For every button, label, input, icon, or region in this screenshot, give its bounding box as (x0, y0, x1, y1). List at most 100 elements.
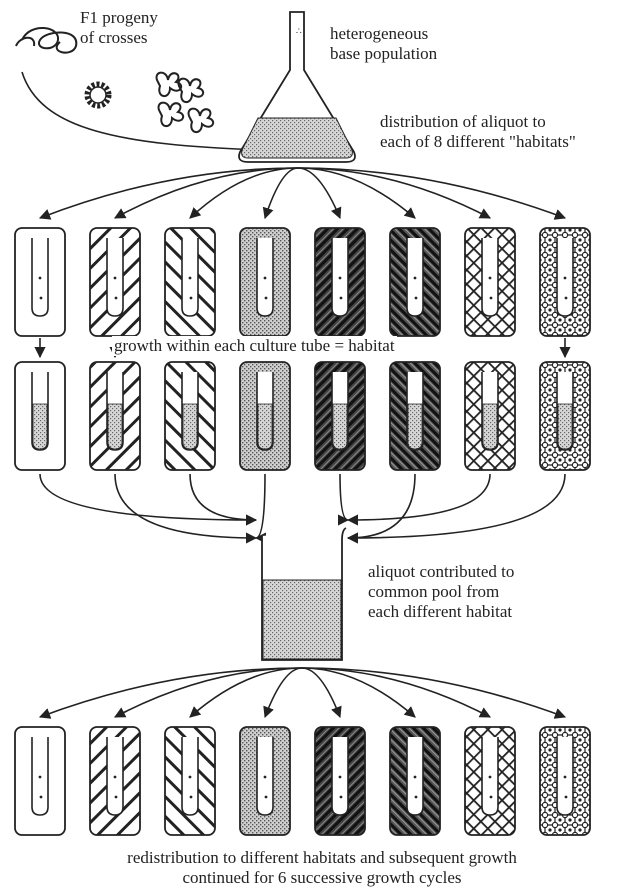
tube-inoculum (339, 296, 343, 300)
row3-habitat-6 (389, 726, 441, 836)
redistribution-arrows (38, 667, 567, 719)
habitat-row-1 (14, 227, 591, 337)
tube-inoculum (188, 276, 192, 280)
row2-habitat-6 (389, 361, 441, 471)
tube-inoculum (489, 795, 493, 799)
pooling-arrow (346, 473, 566, 544)
base-population-label-line1: heterogeneous (330, 24, 429, 43)
tube-inoculum (263, 276, 267, 280)
distribution-arrows (38, 167, 567, 220)
distribution-arrow (189, 167, 299, 219)
row1-habitat-1 (14, 227, 66, 337)
row3-habitat-5 (314, 726, 366, 836)
row1-habitat-8 (539, 227, 591, 337)
tube-culture (182, 403, 198, 450)
redistribution-label-line1: redistribution to different habitats and… (127, 848, 517, 867)
distribution-arrow (262, 167, 299, 220)
distribution-label: distribution of aliquot to each of 8 dif… (380, 112, 576, 152)
tube-culture (557, 403, 573, 450)
row1-habitat-5 (314, 227, 366, 337)
row3-habitat-4 (239, 726, 291, 836)
pooling-arrow (346, 473, 491, 526)
tube-inoculum (563, 775, 567, 779)
tube-inoculum (39, 296, 43, 300)
tube-inoculum (188, 775, 192, 779)
tube-inoculum (338, 276, 342, 280)
row2-habitat-7 (464, 361, 516, 471)
row2-habitat-8 (539, 361, 591, 471)
row1-habitat-6 (389, 227, 441, 337)
row1-habitat-3 (164, 227, 216, 337)
tube-inoculum (114, 795, 118, 799)
progeny-to-flask-arrow (21, 71, 264, 156)
tube-inoculum (264, 795, 268, 799)
tube-inoculum (414, 296, 418, 300)
pooling-arrow (39, 473, 258, 526)
row2-habitat-5 (314, 361, 366, 471)
pool-label-line2: common pool from (368, 582, 500, 601)
tube-inoculum (488, 775, 492, 779)
pool-label: aliquot contributed to common pool from … (368, 562, 514, 622)
common-pool-beaker (261, 527, 347, 661)
row2-habitat-3 (164, 361, 216, 471)
progeny-label-line2: of crosses (80, 28, 148, 47)
row1-habitat-2 (89, 227, 141, 337)
progeny-label: F1 progeny of crosses (80, 8, 158, 48)
pooling-arrow (254, 473, 267, 544)
tube-inoculum (413, 276, 417, 280)
tube-inoculum (564, 795, 568, 799)
progeny-label-line1: F1 progeny (80, 8, 158, 27)
distribution-arrow (297, 167, 567, 220)
tube-inoculum (189, 296, 193, 300)
pooling-arrow (189, 473, 258, 526)
tube-inoculum (338, 775, 342, 779)
pool-label-line3: each different habitat (368, 602, 513, 621)
pooling-arrows (39, 473, 566, 544)
pooling-arrow (346, 473, 416, 544)
growth-label: growth within each culture tube = habita… (112, 336, 397, 356)
redistribution-arrow (114, 667, 303, 718)
tube-inoculum (189, 795, 193, 799)
tube-culture (332, 403, 348, 450)
tube-inoculum (339, 795, 343, 799)
redistribution-arrow (301, 667, 416, 718)
row2-habitat-2 (89, 361, 141, 471)
row3-habitat-2 (89, 726, 141, 836)
row3-habitat-8 (539, 726, 591, 836)
redistribution-arrow (301, 667, 491, 718)
tube-inoculum (113, 775, 117, 779)
row3-habitat-3 (164, 726, 216, 836)
distribution-label-line2: each of 8 different "habitats" (380, 132, 576, 151)
distribution-label-line1: distribution of aliquot to (380, 112, 546, 131)
redistribution-label: redistribution to different habitats and… (0, 848, 644, 888)
base-population-flask: ∴ (238, 11, 356, 163)
tube-culture (107, 403, 123, 450)
tube-culture (407, 403, 423, 450)
habitat-row-2 (14, 361, 591, 471)
tube-inoculum (38, 276, 42, 280)
base-population-label-line2: base population (330, 44, 438, 63)
pool-label-line1: aliquot contributed to (368, 562, 515, 581)
habitat-row-3 (14, 726, 591, 836)
redistribution-arrow (263, 667, 303, 719)
tube-inoculum (264, 296, 268, 300)
tube-inoculum (38, 775, 42, 779)
redistribution-arrow (301, 667, 567, 719)
row2-habitat-4 (239, 361, 291, 471)
tube-inoculum (489, 296, 493, 300)
distribution-arrow (297, 167, 342, 220)
tube-inoculum (413, 775, 417, 779)
redistribution-arrow (189, 667, 303, 718)
redistribution-label-line2: continued for 6 successive growth cycles (182, 868, 462, 887)
tube-inoculum (113, 276, 117, 280)
pooling-arrow (337, 473, 350, 526)
tube-inoculum (414, 795, 418, 799)
distribution-arrow (114, 167, 299, 219)
row1-habitat-4 (239, 227, 291, 337)
redistribution-arrow (301, 667, 342, 719)
base-population-label: heterogeneous base population (330, 24, 437, 64)
row2-habitat-1 (14, 361, 66, 471)
progeny-organisms-icon (15, 26, 215, 133)
